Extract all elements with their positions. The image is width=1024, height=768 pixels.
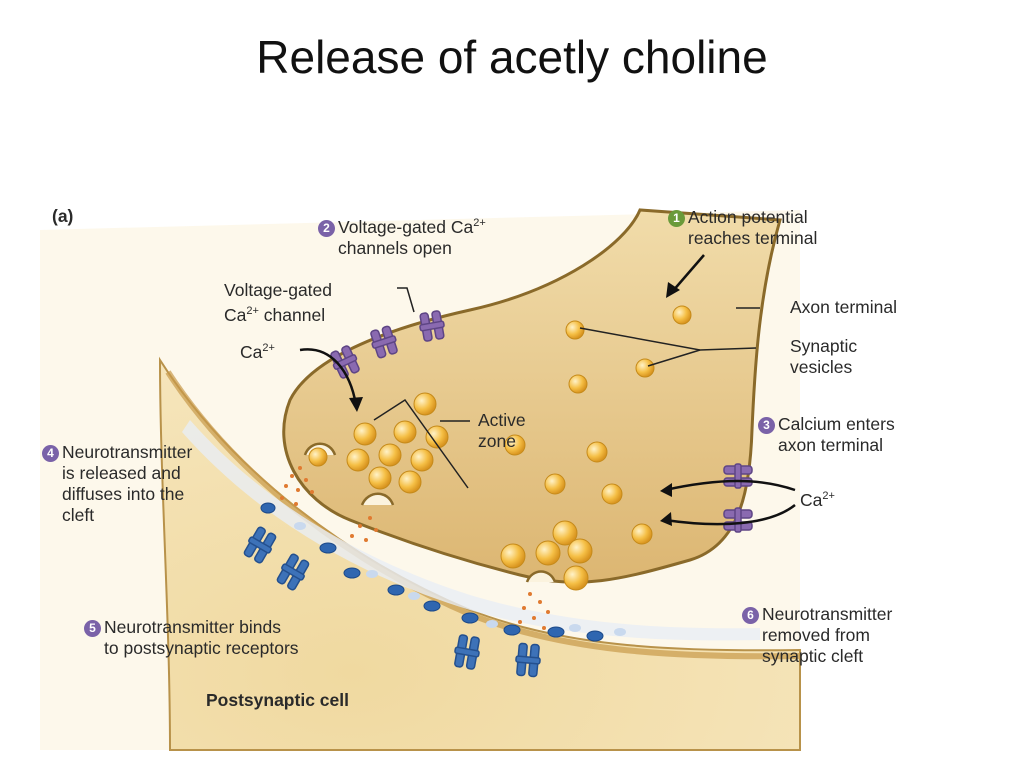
channel-label: Voltage-gated Ca2+ channel bbox=[224, 280, 332, 326]
step2-line1: Voltage-gated Ca bbox=[338, 216, 474, 237]
panel-label: (a) bbox=[52, 206, 74, 226]
step2-sup: 2+ bbox=[473, 217, 486, 229]
step1-line1: Action potential bbox=[688, 207, 808, 227]
arrows bbox=[299, 254, 796, 526]
channel-sup: 2+ bbox=[246, 305, 259, 317]
channel-line2: Ca bbox=[224, 304, 247, 325]
synaptic-vesicles-label: Synaptic vesicles bbox=[790, 336, 858, 377]
step3-badge: 3 bbox=[758, 417, 775, 434]
channel-line1: Voltage-gated bbox=[224, 280, 333, 300]
postsynaptic-receptor-channels bbox=[243, 526, 541, 678]
step1-badge: 1 bbox=[668, 210, 685, 227]
active-zone-label: Active zone bbox=[478, 410, 526, 451]
step1-line2: reaches terminal bbox=[688, 228, 818, 248]
channel-line2b: channel bbox=[258, 304, 326, 325]
step4-badge: 4 bbox=[42, 445, 59, 462]
step2-badge: 2 bbox=[318, 219, 335, 237]
step2-line2: channels open bbox=[338, 237, 452, 258]
ca-top-label: Ca2+ bbox=[240, 341, 275, 362]
step5-badge: 5 bbox=[84, 620, 101, 637]
axon-terminal-label: Axon terminal bbox=[790, 297, 897, 317]
ca-right-label: Ca2+ bbox=[800, 489, 835, 510]
slide-title: Release of acetly choline bbox=[256, 31, 768, 83]
synaptic-cleft bbox=[182, 420, 760, 641]
leader-lines bbox=[373, 287, 760, 489]
cleft-molecules-light bbox=[294, 522, 626, 636]
neurotransmitter-dots bbox=[280, 466, 550, 630]
arrowheads bbox=[349, 282, 680, 526]
postsynaptic-cell-label: Postsynaptic cell bbox=[206, 690, 349, 710]
step6-badge: 6 bbox=[742, 607, 759, 624]
exocytosis-pores bbox=[303, 442, 557, 583]
synaptic-vesicles bbox=[308, 305, 692, 591]
postsynaptic-receptor-sites bbox=[260, 502, 604, 642]
